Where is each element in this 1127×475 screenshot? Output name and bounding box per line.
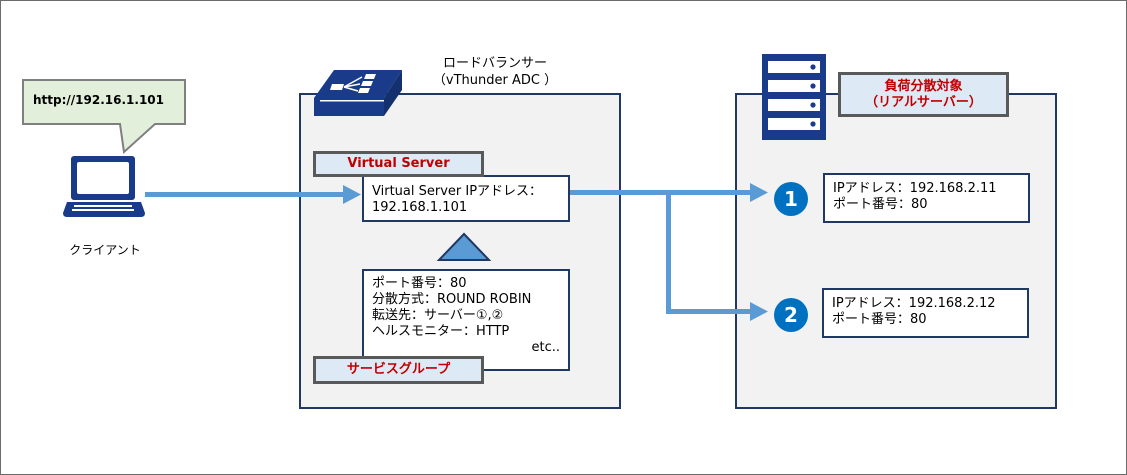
real-server-tag: 負荷分散対象 （リアルサーバー） — [838, 72, 1009, 117]
real-server-panel — [735, 93, 1057, 409]
service-group-line: 分散方式：ROUND ROBIN — [372, 292, 532, 307]
virtual-server-tag: Virtual Server — [313, 151, 484, 177]
lb-title-line1: ロードバランサー — [442, 56, 547, 71]
service-group-line: ポート番号：80 — [372, 276, 467, 291]
server-1-port: ポート番号：80 — [833, 197, 928, 212]
service-group-line: ヘルスモニター：HTTP — [372, 324, 510, 339]
lb-title-line2: （vThunder ADC ） — [432, 73, 558, 88]
load-balancer-icon — [314, 70, 402, 116]
server-2-badge: 2 — [774, 298, 808, 332]
up-triangle-icon — [436, 232, 492, 261]
bubble-url: http://192.16.1.101 — [33, 93, 164, 107]
server-2-ip: IPアドレス：192.168.2.12 — [832, 296, 996, 311]
server-1-ip: IPアドレス：192.168.2.11 — [833, 181, 997, 196]
service-group-line: 転送先：サーバー①,② — [372, 308, 504, 323]
server-2-port: ポート番号：80 — [832, 312, 927, 327]
real-server-tag-line2: （リアルサーバー） — [865, 95, 982, 110]
real-server-tag-line1: 負荷分散対象 — [884, 79, 963, 94]
service-group-etc: etc.. — [531, 340, 560, 355]
service-group-tag: サービスグループ — [313, 356, 484, 384]
virtual-server-ip-label: Virtual Server IPアドレス： — [372, 184, 543, 199]
client-label: クライアント — [69, 243, 141, 257]
server-1-badge: 1 — [774, 182, 808, 216]
laptop-icon — [63, 156, 145, 217]
server-rack-icon — [762, 54, 826, 140]
virtual-server-box: Virtual Server IPアドレス： 192.168.1.101 — [362, 175, 570, 222]
virtual-server-ip-value: 192.168.1.101 — [372, 200, 468, 215]
server-1-box: IPアドレス：192.168.2.11 ポート番号：80 — [823, 173, 1030, 223]
service-group-box: ポート番号：80 分散方式：ROUND ROBIN 転送先：サーバー①,② ヘル… — [362, 269, 570, 371]
server-2-box: IPアドレス：192.168.2.12 ポート番号：80 — [822, 288, 1029, 338]
